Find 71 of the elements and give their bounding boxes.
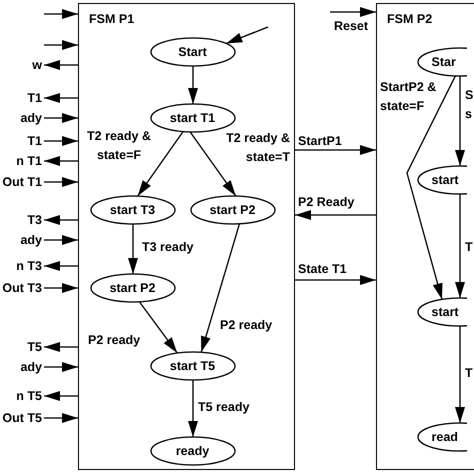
arrow xyxy=(188,380,198,437)
edge-label: T3 ready xyxy=(142,239,194,256)
edge-label: Reset xyxy=(334,18,370,35)
arrow xyxy=(190,132,236,196)
arrow xyxy=(44,177,78,187)
edge-label: w xyxy=(31,57,42,74)
arrow xyxy=(44,261,78,271)
arrow xyxy=(44,215,78,225)
arrow xyxy=(295,210,376,220)
edge-label: T3 xyxy=(26,212,42,229)
edge-label: T5 ready xyxy=(198,399,250,416)
arrow xyxy=(406,76,456,300)
arrow xyxy=(44,40,78,50)
arrow xyxy=(44,413,78,423)
arrow xyxy=(44,60,78,70)
edge-label: T1 xyxy=(26,90,42,107)
state-ellipse: start T5 xyxy=(150,350,236,380)
arrow xyxy=(44,156,78,166)
edge-label: Out T3 xyxy=(1,280,42,297)
edge-label: P2 ready xyxy=(88,332,142,349)
edge-label: T xyxy=(465,239,474,256)
edge-label: T2 ready & state=T xyxy=(225,130,290,166)
arrow xyxy=(138,301,178,354)
state-ellipse: ready xyxy=(150,436,236,466)
arrow xyxy=(455,76,465,166)
arrow xyxy=(44,283,78,293)
edge-label: T1 xyxy=(26,133,42,150)
fsm-box xyxy=(78,3,295,470)
edge-label: P2 ready xyxy=(220,317,274,334)
arrow xyxy=(44,342,78,352)
edge-label: T5 xyxy=(26,339,42,356)
edge-label: n T3 xyxy=(15,258,42,275)
edge-label: ady xyxy=(19,232,42,249)
edge-label: ady xyxy=(19,110,42,127)
box-title: FSM P1 xyxy=(89,12,134,26)
arrow xyxy=(295,275,376,285)
state-ellipse: start T3 xyxy=(90,194,176,224)
state-ellipse: start P2 xyxy=(90,272,176,302)
edge-label: T2 ready & state=F xyxy=(86,128,152,164)
state-ellipse: start T1 xyxy=(150,102,236,132)
arrow xyxy=(226,26,268,44)
edge-label: S s xyxy=(465,87,474,123)
state-ellipse: start P2 xyxy=(190,194,276,224)
edge-label: Out T1 xyxy=(1,174,42,191)
state-ellipse: Start xyxy=(150,36,236,66)
fsm-box xyxy=(376,3,474,470)
arrow xyxy=(455,194,465,298)
arrow xyxy=(295,145,376,155)
arrow xyxy=(44,235,78,245)
edge-label: StartP1 xyxy=(298,133,343,150)
arrow xyxy=(128,224,138,274)
arrow xyxy=(44,9,78,19)
arrow xyxy=(200,224,240,352)
arrow xyxy=(330,7,376,17)
arrow xyxy=(44,391,78,401)
edge-label: P2 Ready xyxy=(298,194,356,211)
edge-label: StartP2 & state=F xyxy=(380,79,438,115)
arrow xyxy=(44,113,78,123)
edge-label: n T1 xyxy=(15,153,42,170)
arrow xyxy=(44,362,78,372)
edge-label: T xyxy=(465,365,474,382)
edge-label: State T1 xyxy=(298,261,348,278)
arrow xyxy=(137,131,184,196)
arrow xyxy=(188,66,198,104)
arrow xyxy=(455,326,465,423)
arrow xyxy=(44,136,78,146)
edge-label: n T5 xyxy=(15,388,42,405)
arrow xyxy=(44,93,78,103)
edge-label: Out T5 xyxy=(1,410,42,427)
box-title: FSM P2 xyxy=(387,12,432,26)
edge-label: ady xyxy=(19,359,42,376)
